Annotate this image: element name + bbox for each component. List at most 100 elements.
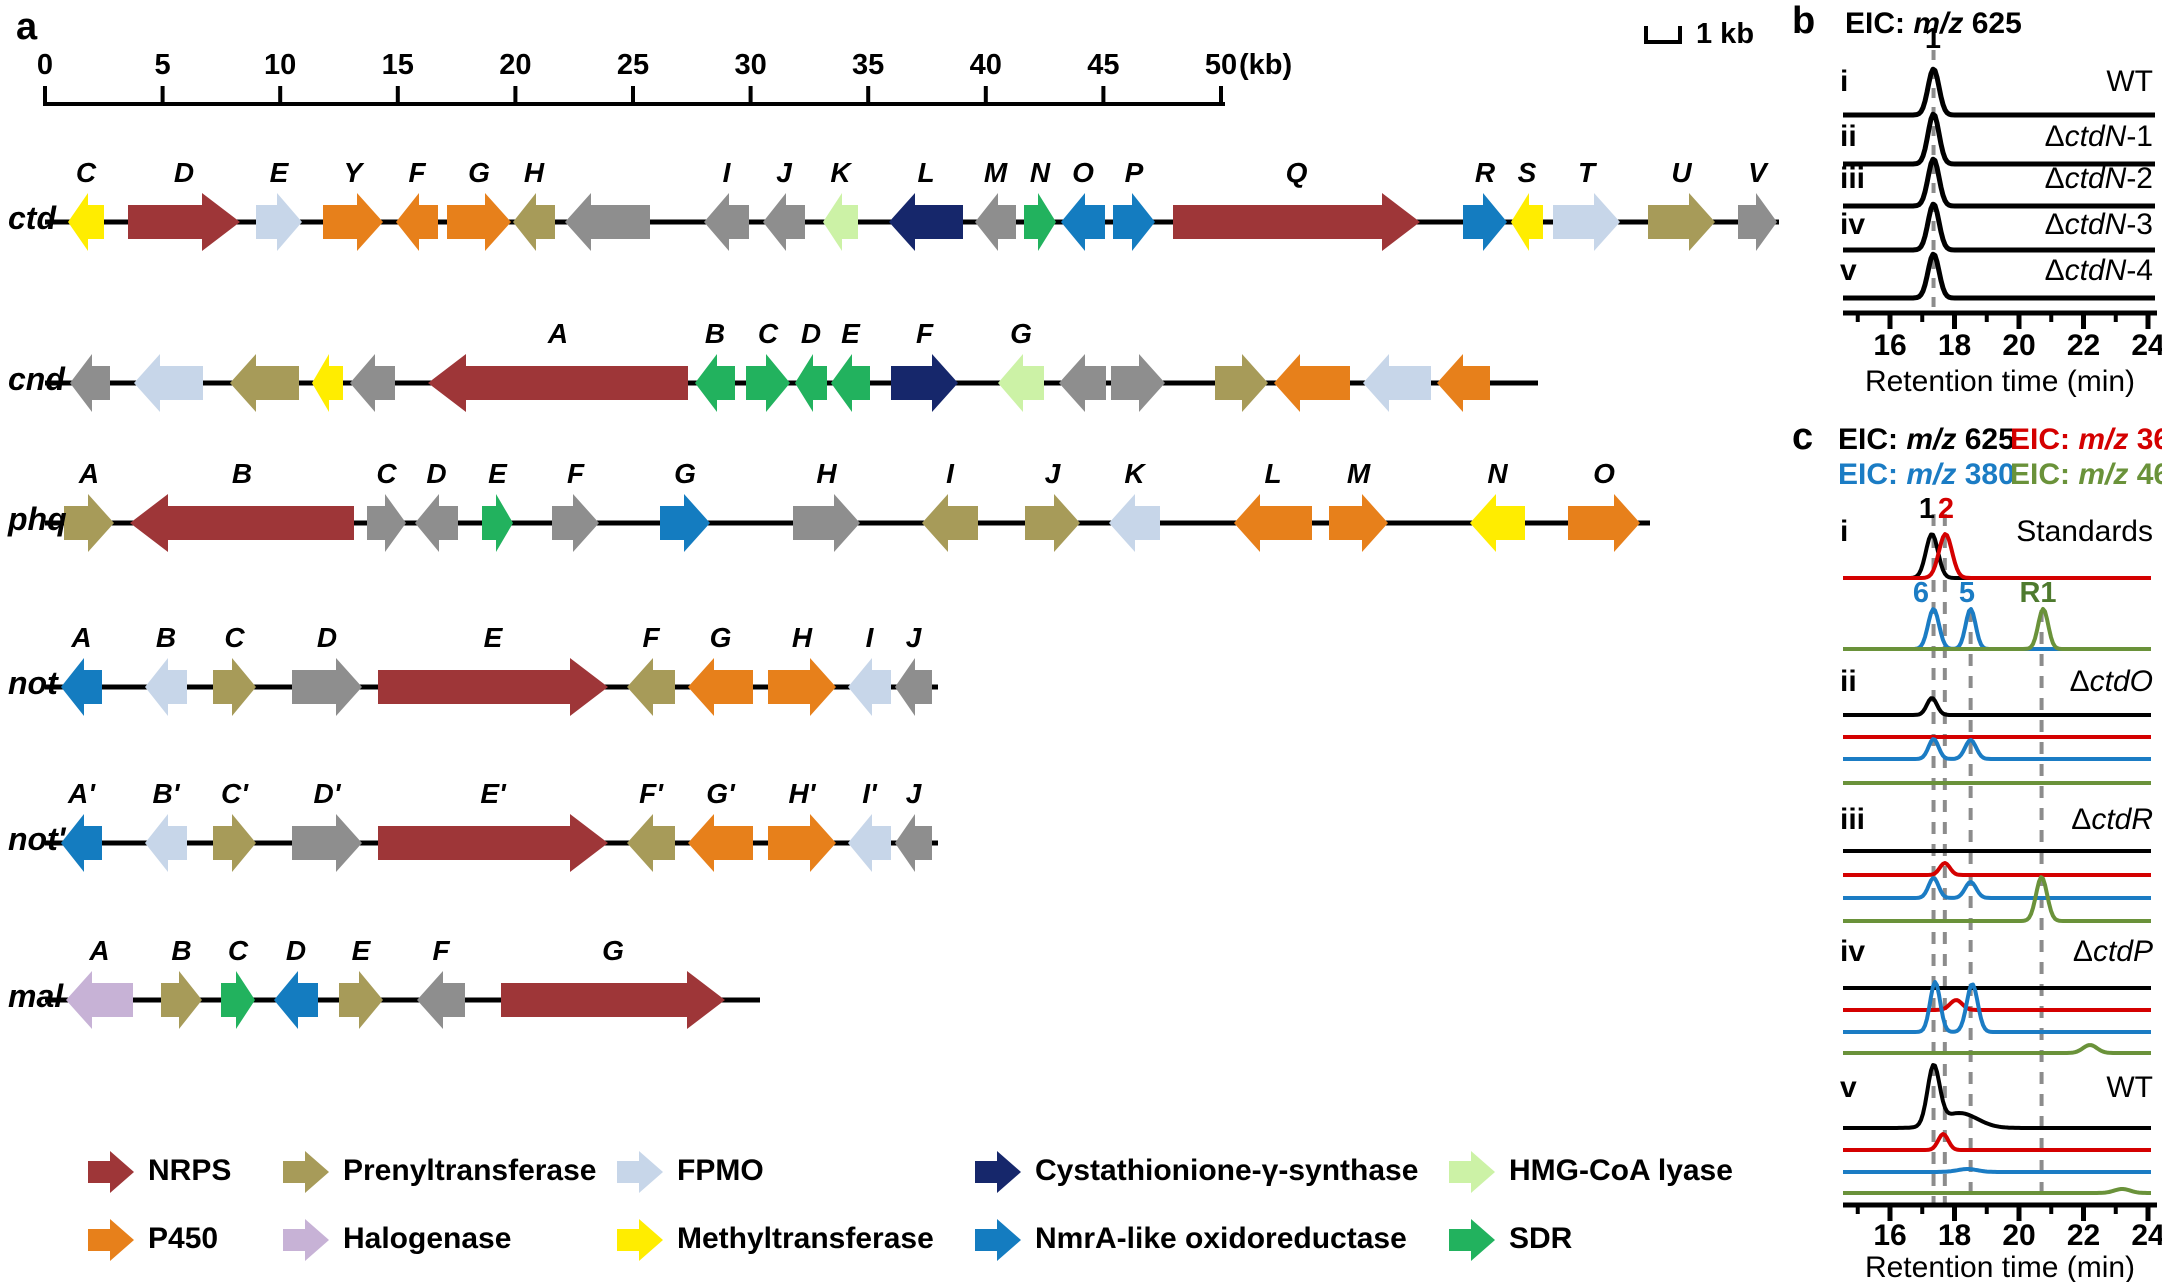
gene-arrow-not-H [768,658,836,716]
panel-c-tick-label: 24 [2131,1219,2162,1252]
gene-arrow-ctd-P [1113,193,1155,251]
gene-label-ctd: H [523,157,545,188]
panel-c-tick-label: 20 [2002,1219,2036,1252]
panel-c-eic-title-part: EIC: [1838,458,1907,491]
gene-arrow-not-E [378,658,608,716]
panel-b-trace-v [1842,251,2156,301]
gene-label-not: B [155,622,177,653]
gene-arrow-not-C [213,658,256,716]
panel-c-strain-i-part: Standards [2016,515,2153,548]
panel-b-peak-label: 1 [1924,23,1942,55]
gene-arrow-not-A [61,658,102,716]
panel-c-strain-iv-part: ctdP [2092,935,2153,968]
panel-c-trace-iii-blue [1843,876,2151,900]
legend-swatch-nrps [88,1151,134,1193]
legend-label-cystathionine: Cystathionione-γ-synthase [1035,1154,1419,1187]
gene-label-cnd: E [841,318,860,349]
panel-c-trace-ii-blue [1843,737,2151,761]
panel-b-numeral-i: i [1840,65,1849,98]
cluster-name-not': not' [8,821,66,857]
gene-label-phq: H [816,458,837,489]
gene-label-not: F [642,622,660,653]
cluster-name-mal: mal [8,978,64,1014]
ruler-tick-label: 25 [616,49,650,81]
panel-c-eic-title-part: EIC: [2010,458,2079,491]
gene-arrow-cnd-unlabeled [350,354,395,412]
gene-arrow-ctd-I [704,193,749,251]
panel-b-tick-label: 18 [1937,329,1972,362]
panel-c-numeral-ii: ii [1840,665,1857,698]
gene-arrow-cnd-B [695,354,735,412]
gene-arrow-ctd-Y [323,193,383,251]
gene-arrow-phq-M [1329,494,1388,552]
gene-arrow-phq-B [130,494,354,552]
gene-arrow-ctd-unlabeled [565,193,650,251]
gene-label-not': J [905,778,922,809]
gene-arrow-ctd-O [1061,193,1105,251]
gene-label-phq: D [426,458,447,489]
legend-label-nrps: NRPS [148,1154,232,1187]
gene-arrow-phq-K [1109,494,1160,552]
gene-label-ctd: I [722,157,731,188]
ruler-unit-label: (kb) [1239,49,1293,81]
panel-b-strain-iv-part: -3 [2126,208,2153,241]
gene-label-phq: M [1346,458,1371,489]
legend-label-sdr: SDR [1509,1222,1573,1255]
panel-b-strain-v-part: -4 [2126,254,2153,287]
gene-label-not': A' [68,778,95,809]
panel-b-strain-ii: ΔctdN-1 [2045,121,2153,153]
panel-c-strain-iii-part: Δ [2071,803,2092,836]
panel-c-strain-iii-part: ctdR [2091,803,2153,836]
legend-label-p450: P450 [148,1222,219,1255]
gene-label-phq: O [1593,458,1615,489]
panel-c-tick-label: 22 [2066,1219,2101,1252]
panel-b-strain-iii-part: ctdN [2064,162,2127,195]
gene-label-cnd: F [915,318,934,349]
panel-b-numeral-iv: iv [1840,208,1866,241]
gene-label-ctd: K [830,157,851,188]
gene-label-cnd: A [547,318,569,349]
gene-label-mal: B [171,935,192,966]
gene-arrow-cnd-G [998,354,1044,412]
gene-arrow-ctd-E [256,193,302,251]
panel-c-trace-i-blue [1843,607,2151,651]
panel-c-strain-ii-part: ctdO [2089,665,2153,698]
gene-label-mal: D [285,935,307,966]
cluster-name-not: not [8,665,58,701]
panel-b-strain-i-part: WT [2106,65,2153,98]
ruler-tick-label: 20 [499,49,532,81]
panel-c-eic-title-part: m/z [1906,423,1957,456]
gene-label-ctd: G [468,157,490,188]
gene-label-not': B' [152,778,180,809]
panel-c-strain-iii: ΔctdR [2071,804,2153,836]
legend-swatch-fpmo [617,1151,663,1193]
gene-arrow-ctd-Q [1173,193,1420,251]
gene-arrow-mal-C [221,971,255,1029]
panel-c-eic-title-part: 625 [1956,423,2015,456]
gene-label-not: D [316,622,338,653]
gene-arrow-ctd-G [447,193,511,251]
panel-b-numeral-iii: iii [1840,162,1866,195]
panel-b-strain-v-part: Δ [2044,254,2065,287]
gene-label-phq: N [1487,458,1508,489]
panel-b-title: EIC: m/z 625 [1845,7,2022,40]
panel-b-trace-ii [1842,111,2156,167]
gene-arrow-ctd-K [823,193,858,251]
ruler-tick-label: 5 [154,49,171,81]
gene-label-not: I [865,622,874,653]
cluster-name-phq: phq [8,501,67,537]
panel-c-tick-label: 16 [1873,1219,1907,1252]
mz-italic: m/z [1913,7,1964,40]
gene-label-not: G [709,622,732,653]
panel-c-eic-title-part: 364 [2136,423,2162,456]
panel-c-numeral-v: v [1840,1071,1857,1104]
panel-b-trace-iii [1842,156,2156,209]
gene-arrow-ctd-J [763,193,805,251]
gene-label-ctd: U [1671,157,1692,188]
panel-b-tick-label: 20 [2002,329,2036,362]
gene-label-cnd: G [1010,318,1032,349]
gene-arrow-ctd-M [975,193,1016,251]
gene-arrow-cnd-unlabeled [1274,354,1350,412]
